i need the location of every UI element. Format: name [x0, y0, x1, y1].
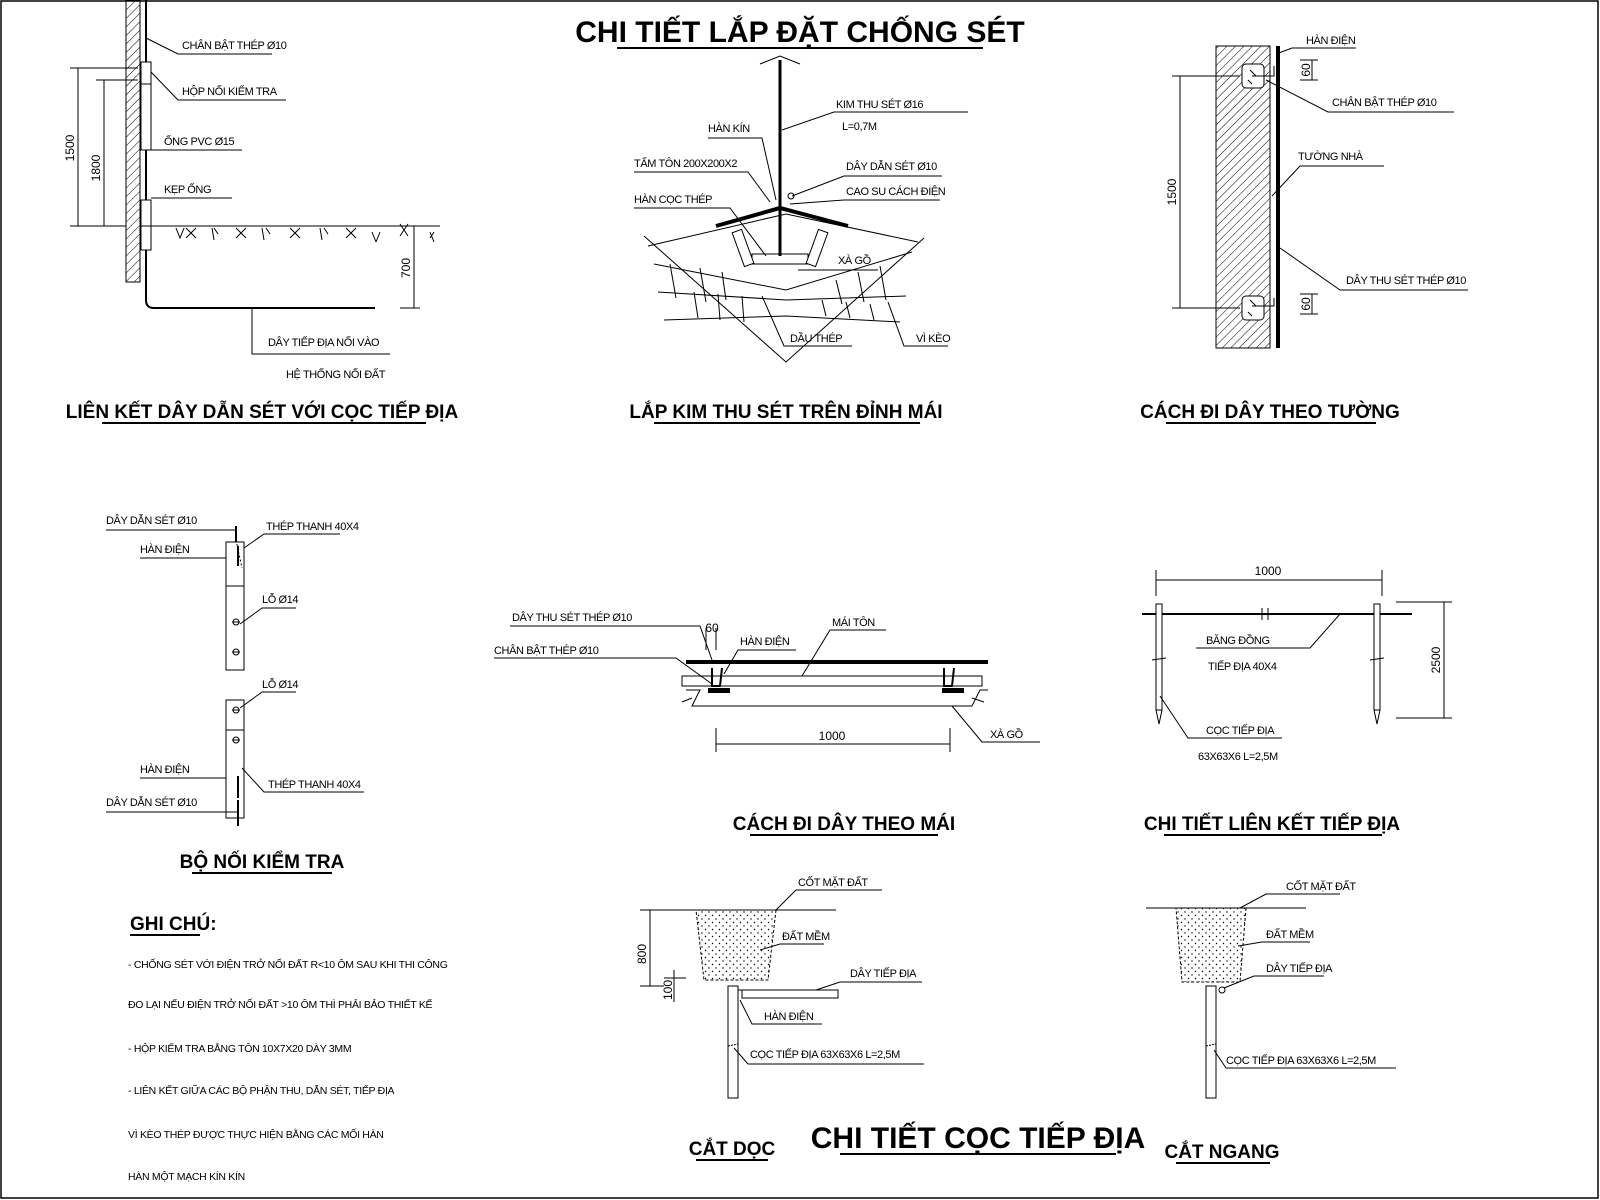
label-cs-soil: ĐẤT MỀM [1266, 928, 1314, 941]
label-tb-hole-bot: LỖ Ø14 [262, 678, 298, 691]
label-steel: DẦU THÉP [790, 332, 842, 345]
dim-700: 700 [399, 258, 413, 278]
main-title: CHI TIẾT LẮP ĐẶT CHỐNG SÉT [575, 15, 1024, 49]
title-roof-rod: LẮP KIM THU SÉT TRÊN ĐỈNH MÁI [629, 401, 942, 423]
label-ld-ground: CỐT MẶT ĐẤT [798, 875, 868, 889]
label-stake-weld: HÀN CỌC THÉP [634, 193, 712, 206]
label-truss: VÌ KÈO [916, 332, 951, 345]
label-bracket: CHÂN BẬT THÉP Ø10 [182, 39, 287, 52]
bottom-title: CHI TIẾT CỌC TIẾP ĐỊA [811, 1121, 1145, 1155]
label-roof-wire: DÂY THU SÉT THÉP Ø10 [512, 611, 632, 624]
label-tb-wire-bot: DÂY DẪN SÉT Ø10 [106, 796, 197, 809]
label-wall-weld: HÀN ĐIỆN [1306, 34, 1356, 47]
label-test-box: HỘP NỐI KIỂM TRA [182, 84, 278, 98]
dim-60-roof: 60 [705, 621, 719, 635]
roof-rod-detail: KIM THU SÉT Ø16 L=0,7M HÀN KÍN TẤM TÔN 2… [629, 55, 968, 424]
label-ld-weld: HÀN ĐIỆN [764, 1010, 814, 1023]
dim-800: 800 [635, 944, 649, 964]
grounding-link-detail: 1500 1800 700 CHÂN BẬT THÉP Ø10 HỘP NỐI … [63, 0, 459, 424]
label-tb-weld-bot: HÀN ĐIỆN [140, 763, 190, 776]
label-purlin: XÀ GỒ [838, 254, 872, 267]
note-line: - LIÊN KẾT GIỮA CÁC BỘ PHẬN THU, DẪN SÉT… [128, 1084, 395, 1097]
label-rod-length: L=0,7M [842, 121, 877, 133]
test-box-detail: DÂY DẪN SÉT Ø10 THÉP THANH 40X4 HÀN ĐIỆN… [106, 514, 364, 874]
label-roof-weld: HÀN ĐIỆN [740, 635, 790, 648]
label-clamp: KẸP ỐNG [164, 182, 211, 196]
long-section-detail: 800 100 CỐT MẶT ĐẤT ĐẤT MỀM DÂY TIẾP ĐỊA… [635, 875, 924, 1161]
label-wall: TƯỜNG NHÀ [1298, 150, 1364, 163]
label-steel-plate: TẤM TÔN 200X200X2 [634, 157, 737, 170]
note-line: VÌ KÈO THÉP ĐƯỢC THỰC HIỆN BẰNG CÁC MỐI … [128, 1127, 384, 1141]
label-pile-size: 63X63X6 L=2,5M [1198, 751, 1278, 763]
label-tb-strip-bot: THÉP THANH 40X4 [268, 778, 361, 791]
label-ground-pile: CỌC TIẾP ĐỊA [1206, 724, 1275, 737]
label-pvc-pipe: ỐNG PVC Ø15 [164, 134, 234, 148]
label-cs-wire: DÂY TIẾP ĐỊA [1266, 962, 1333, 975]
label-tb-hole-top: LỖ Ø14 [262, 593, 298, 606]
label-weld-seal: HÀN KÍN [708, 122, 750, 135]
dim-1000-roof: 1000 [819, 729, 846, 743]
label-wall-wire: DÂY THU SÉT THÉP Ø10 [1346, 274, 1466, 287]
dim-1000-ground: 1000 [1255, 564, 1282, 578]
dim-2500: 2500 [1429, 646, 1443, 673]
ground-link-detail: 1000 2500 BĂNG ĐỒNG TIẾP ĐỊA 40X4 CỌC TI… [1142, 564, 1452, 836]
title-cross-section: CẮT NGANG [1164, 1141, 1279, 1163]
dim-1500-wall: 1500 [1165, 178, 1179, 205]
label-roof-sheet: MÁI TÔN [832, 616, 875, 629]
notes-block: GHI CHÚ: - CHỐNG SÉT VỚI ĐIỆN TRỞ NỐI ĐẤ… [128, 913, 448, 1183]
dim-1500-left: 1500 [63, 134, 77, 161]
dim-100: 100 [661, 980, 675, 1000]
label-rod: KIM THU SÉT Ø16 [836, 98, 923, 111]
note-line: - HỘP KIỂM TRA BẰNG TÔN 10X7X20 DÀY 3MM [128, 1042, 351, 1055]
label-ld-wire: DÂY TIẾP ĐỊA [850, 967, 917, 980]
title-wall-route: CÁCH ĐI DÂY THEO TƯỜNG [1140, 401, 1400, 423]
title-roof-route: CÁCH ĐI DÂY THEO MÁI [733, 813, 955, 835]
label-ground-wire-1: DÂY TIẾP ĐỊA NỐI VÀO [268, 335, 380, 349]
wall-route-detail: 1500 60 60 HÀN ĐIỆN CHÂN BẬT THÉP Ø10 TƯ… [1140, 34, 1468, 424]
label-cs-ground: CỐT MẶT ĐẤT [1286, 879, 1356, 893]
dim-60-top: 60 [1299, 63, 1313, 77]
label-tb-weld-top: HÀN ĐIỆN [140, 543, 190, 556]
note-line: - CHỐNG SÉT VỚI ĐIỆN TRỞ NỐI ĐẤT R<10 ÔM… [128, 957, 448, 971]
label-tb-strip-top: THÉP THANH 40X4 [266, 520, 359, 533]
label-rubber: CAO SU CÁCH ĐIỆN [846, 185, 946, 198]
label-ld-soil: ĐẤT MỀM [782, 930, 830, 943]
dim-60-bot: 60 [1299, 297, 1313, 311]
roof-route-detail: 1000 60 DÂY THU SÉT THÉP Ø10 CHÂN BẬT TH… [494, 611, 1040, 836]
label-ground-wire-2: HỆ THỐNG NỐI ĐẤT [286, 367, 386, 381]
title-test-box: BỘ NỐI KIỂM TRA [180, 851, 345, 873]
label-copper-strip: BĂNG ĐỒNG [1206, 634, 1270, 647]
label-wall-bracket: CHÂN BẬT THÉP Ø10 [1332, 96, 1437, 109]
title-ground-detail: CHI TIẾT LIÊN KẾT TIẾP ĐỊA [1144, 813, 1400, 835]
cross-section-detail: CỐT MẶT ĐẤT ĐẤT MỀM DÂY TIẾP ĐỊA CỌC TIẾ… [1146, 879, 1396, 1164]
label-wire: DÂY DẪN SÉT Ø10 [846, 160, 937, 173]
note-line: HÀN MỘT MẠCH KÍN KÍN [128, 1170, 245, 1183]
label-roof-purlin: XÀ GỒ [990, 728, 1024, 741]
note-line: ĐO LẠI NẾU ĐIỆN TRỞ NỐI ĐẤT >10 ÔM THÌ P… [128, 997, 433, 1011]
label-tb-wire-top: DÂY DẪN SÉT Ø10 [106, 514, 197, 527]
notes-heading: GHI CHÚ: [130, 913, 217, 935]
dim-1800-left: 1800 [89, 154, 103, 181]
label-ground-strip: TIẾP ĐỊA 40X4 [1208, 660, 1277, 673]
label-cs-pile: CỌC TIẾP ĐỊA 63X63X6 L=2,5M [1226, 1054, 1376, 1067]
label-ld-pile: CỌC TIẾP ĐỊA 63X63X6 L=2,5M [750, 1048, 900, 1061]
label-roof-bracket: CHÂN BẬT THÉP Ø10 [494, 644, 599, 657]
title-long-section: CẮT DỌC [689, 1138, 776, 1160]
title-grounding-link: LIÊN KẾT DÂY DẪN SÉT VỚI CỌC TIẾP ĐỊA [66, 401, 459, 423]
